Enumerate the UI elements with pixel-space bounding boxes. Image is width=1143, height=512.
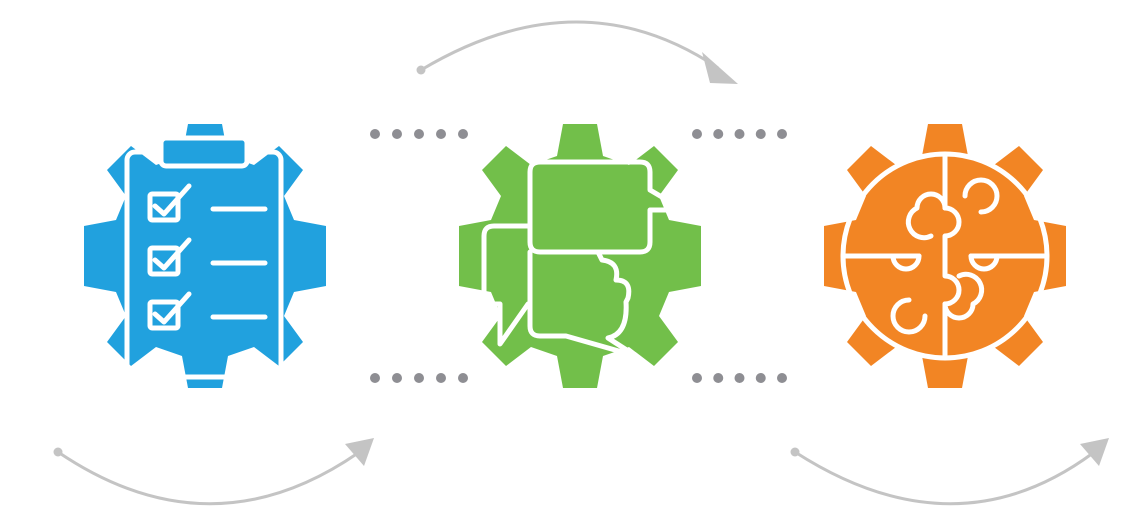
arrow-top-middle-start-dot	[416, 65, 426, 75]
arrow-top-middle-curve	[420, 20, 719, 72]
dotted-connectors	[370, 129, 787, 383]
connector-dot	[436, 373, 446, 383]
connector-dot	[734, 373, 745, 383]
arrow-bottom-right-start-dot	[790, 447, 800, 457]
connector-dot	[392, 129, 402, 139]
connector-dot	[458, 373, 468, 383]
connector-dot	[370, 373, 380, 383]
gear-checklist	[84, 124, 326, 388]
dots-top-right	[692, 129, 787, 139]
connector-dot	[734, 129, 745, 139]
connector-dot	[458, 129, 468, 139]
connector-dot	[755, 129, 766, 139]
connector-dot	[692, 129, 702, 139]
arrow-bottom-left-curve	[57, 450, 359, 506]
arrow-bottom-right	[790, 438, 1109, 506]
connector-dot	[370, 129, 380, 139]
arrow-top-middle-head	[702, 52, 738, 84]
connector-dot	[777, 129, 787, 139]
connector-dot	[713, 373, 724, 383]
arrow-bottom-left-start-dot	[53, 447, 63, 457]
clipboard-checklist-icon	[124, 135, 284, 380]
chat-bubbles-icon	[481, 159, 687, 359]
dots-bottom-left	[370, 373, 468, 383]
connector-dot	[755, 373, 766, 383]
connector-dot	[414, 129, 424, 139]
dots-bottom-right	[692, 373, 787, 383]
dots-top-left	[370, 129, 468, 139]
connector-dot	[777, 373, 787, 383]
arrow-bottom-left	[53, 438, 374, 506]
connector-dot	[436, 129, 446, 139]
arrow-bottom-left-head	[345, 438, 374, 466]
connector-dot	[414, 373, 424, 383]
arrow-bottom-right-curve	[794, 450, 1094, 506]
gear-puzzle	[824, 124, 1066, 388]
connector-dot	[692, 373, 702, 383]
gear-chat	[459, 124, 701, 388]
connector-dot	[713, 129, 724, 139]
connector-dot	[392, 373, 402, 383]
arrow-bottom-right-head	[1080, 438, 1109, 466]
puzzle-circle-icon	[840, 151, 1050, 361]
arrow-top-middle	[416, 20, 738, 84]
